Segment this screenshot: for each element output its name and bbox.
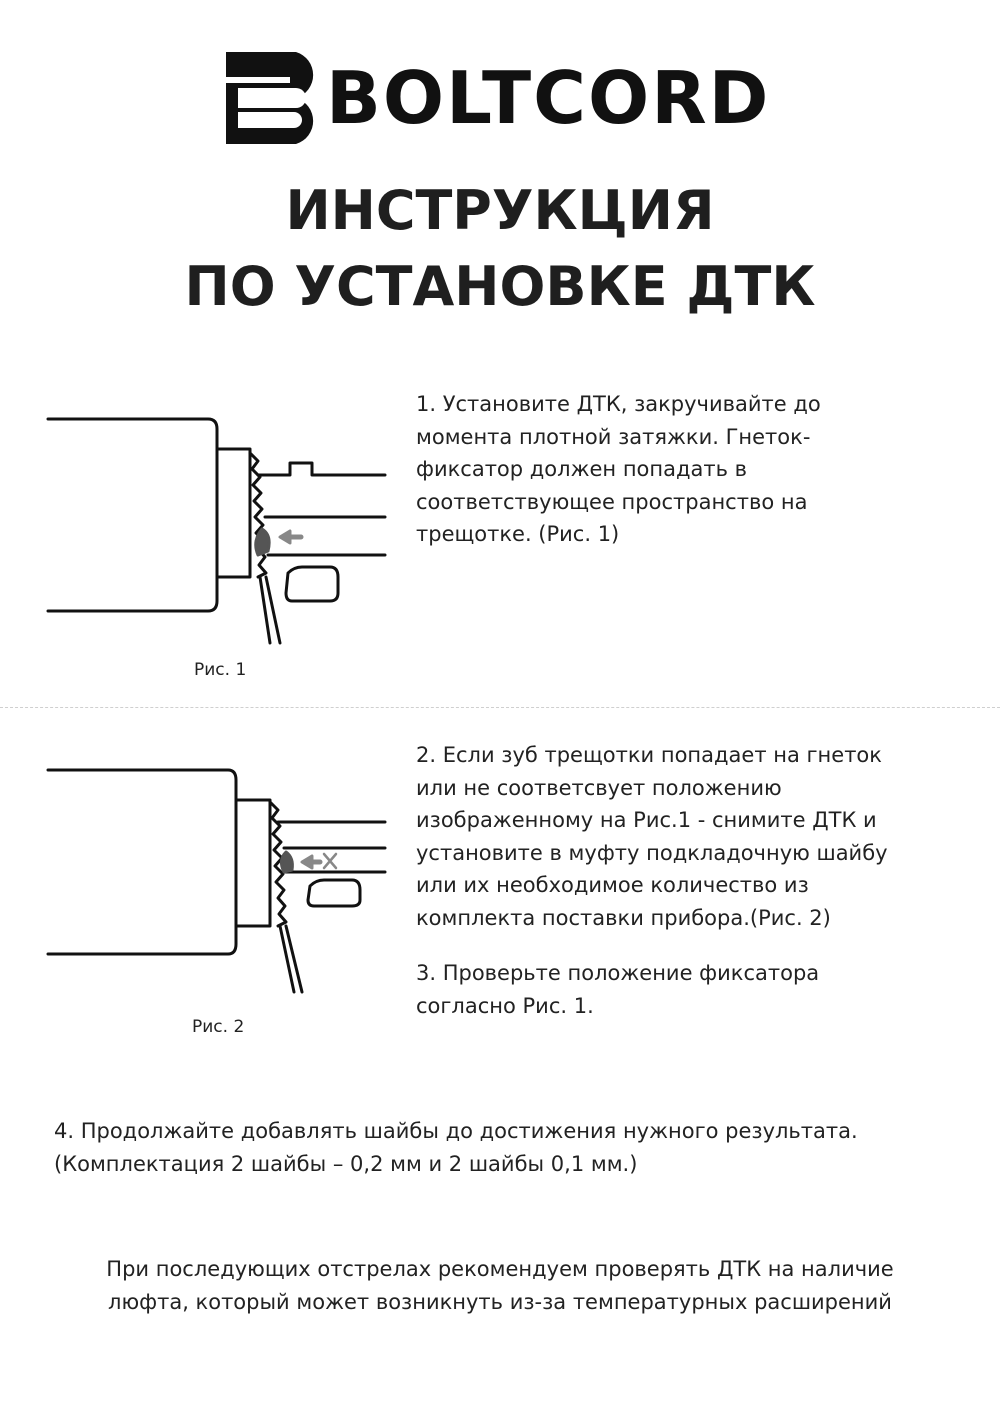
step-2-text: 2. Если зуб трещотки попадает на гнеток … — [416, 739, 986, 934]
text-line: 4. Продолжайте добавлять шайбы до достиж… — [54, 1119, 858, 1143]
boltcord-mark-icon — [226, 52, 314, 144]
text-line: или не соответсвует положению — [416, 775, 782, 800]
brand-logo: BOLTCORD — [226, 52, 774, 144]
step-4-text: 4. Продолжайте добавлять шайбы до достиж… — [54, 1115, 974, 1180]
page-title-line2: ПО УСТАНОВКЕ ДТК — [184, 255, 816, 318]
text-line: установите в муфту подкладочную шайбу — [416, 840, 888, 865]
text-line: согласно Рис. 1. — [416, 993, 594, 1018]
step-3-text: 3. Проверьте положение фиксатора согласн… — [416, 957, 976, 1022]
figure-2-caption: Рис. 2 — [192, 1017, 245, 1037]
maintenance-note: При последующих отстрелах рекомендуем пр… — [0, 1253, 1000, 1319]
text-line: или их необходимое количество из — [416, 873, 809, 897]
page-title-line1: ИНСТРУКЦИЯ — [285, 179, 715, 242]
section-divider — [0, 707, 1000, 708]
text-line: 2. Если зуб трещотки попадает на гнеток — [416, 743, 882, 767]
misaligned-diagram-icon — [46, 768, 387, 994]
text-line: комплекта поставки прибора.(Рис. 2) — [416, 905, 831, 930]
text-line: соответствующее пространство на — [416, 489, 808, 514]
text-line: люфта, который может возникнуть из-за те… — [108, 1290, 892, 1314]
brand-name: BOLTCORD — [326, 56, 771, 140]
text-line: трещотке. (Рис. 1) — [416, 522, 620, 546]
figure-1-caption: Рис. 1 — [194, 660, 247, 680]
text-line: 3. Проверьте положение фиксатора — [416, 961, 820, 985]
text-line: изображенному на Рис.1 - снимите ДТК и — [416, 808, 877, 832]
text-line: При последующих отстрелах рекомендуем пр… — [106, 1257, 894, 1281]
text-line: момента плотной затяжки. Гнеток- — [416, 424, 811, 449]
text-line: фиксатор должен попадать в — [416, 457, 748, 481]
install-diagram-icon — [46, 417, 387, 645]
step-1-text: 1. Установите ДТК, закручивайте до момен… — [416, 388, 976, 551]
text-line: (Комплектация 2 шайбы – 0,2 мм и 2 шайбы… — [54, 1151, 638, 1176]
text-line: 1. Установите ДТК, закручивайте до — [416, 392, 821, 416]
